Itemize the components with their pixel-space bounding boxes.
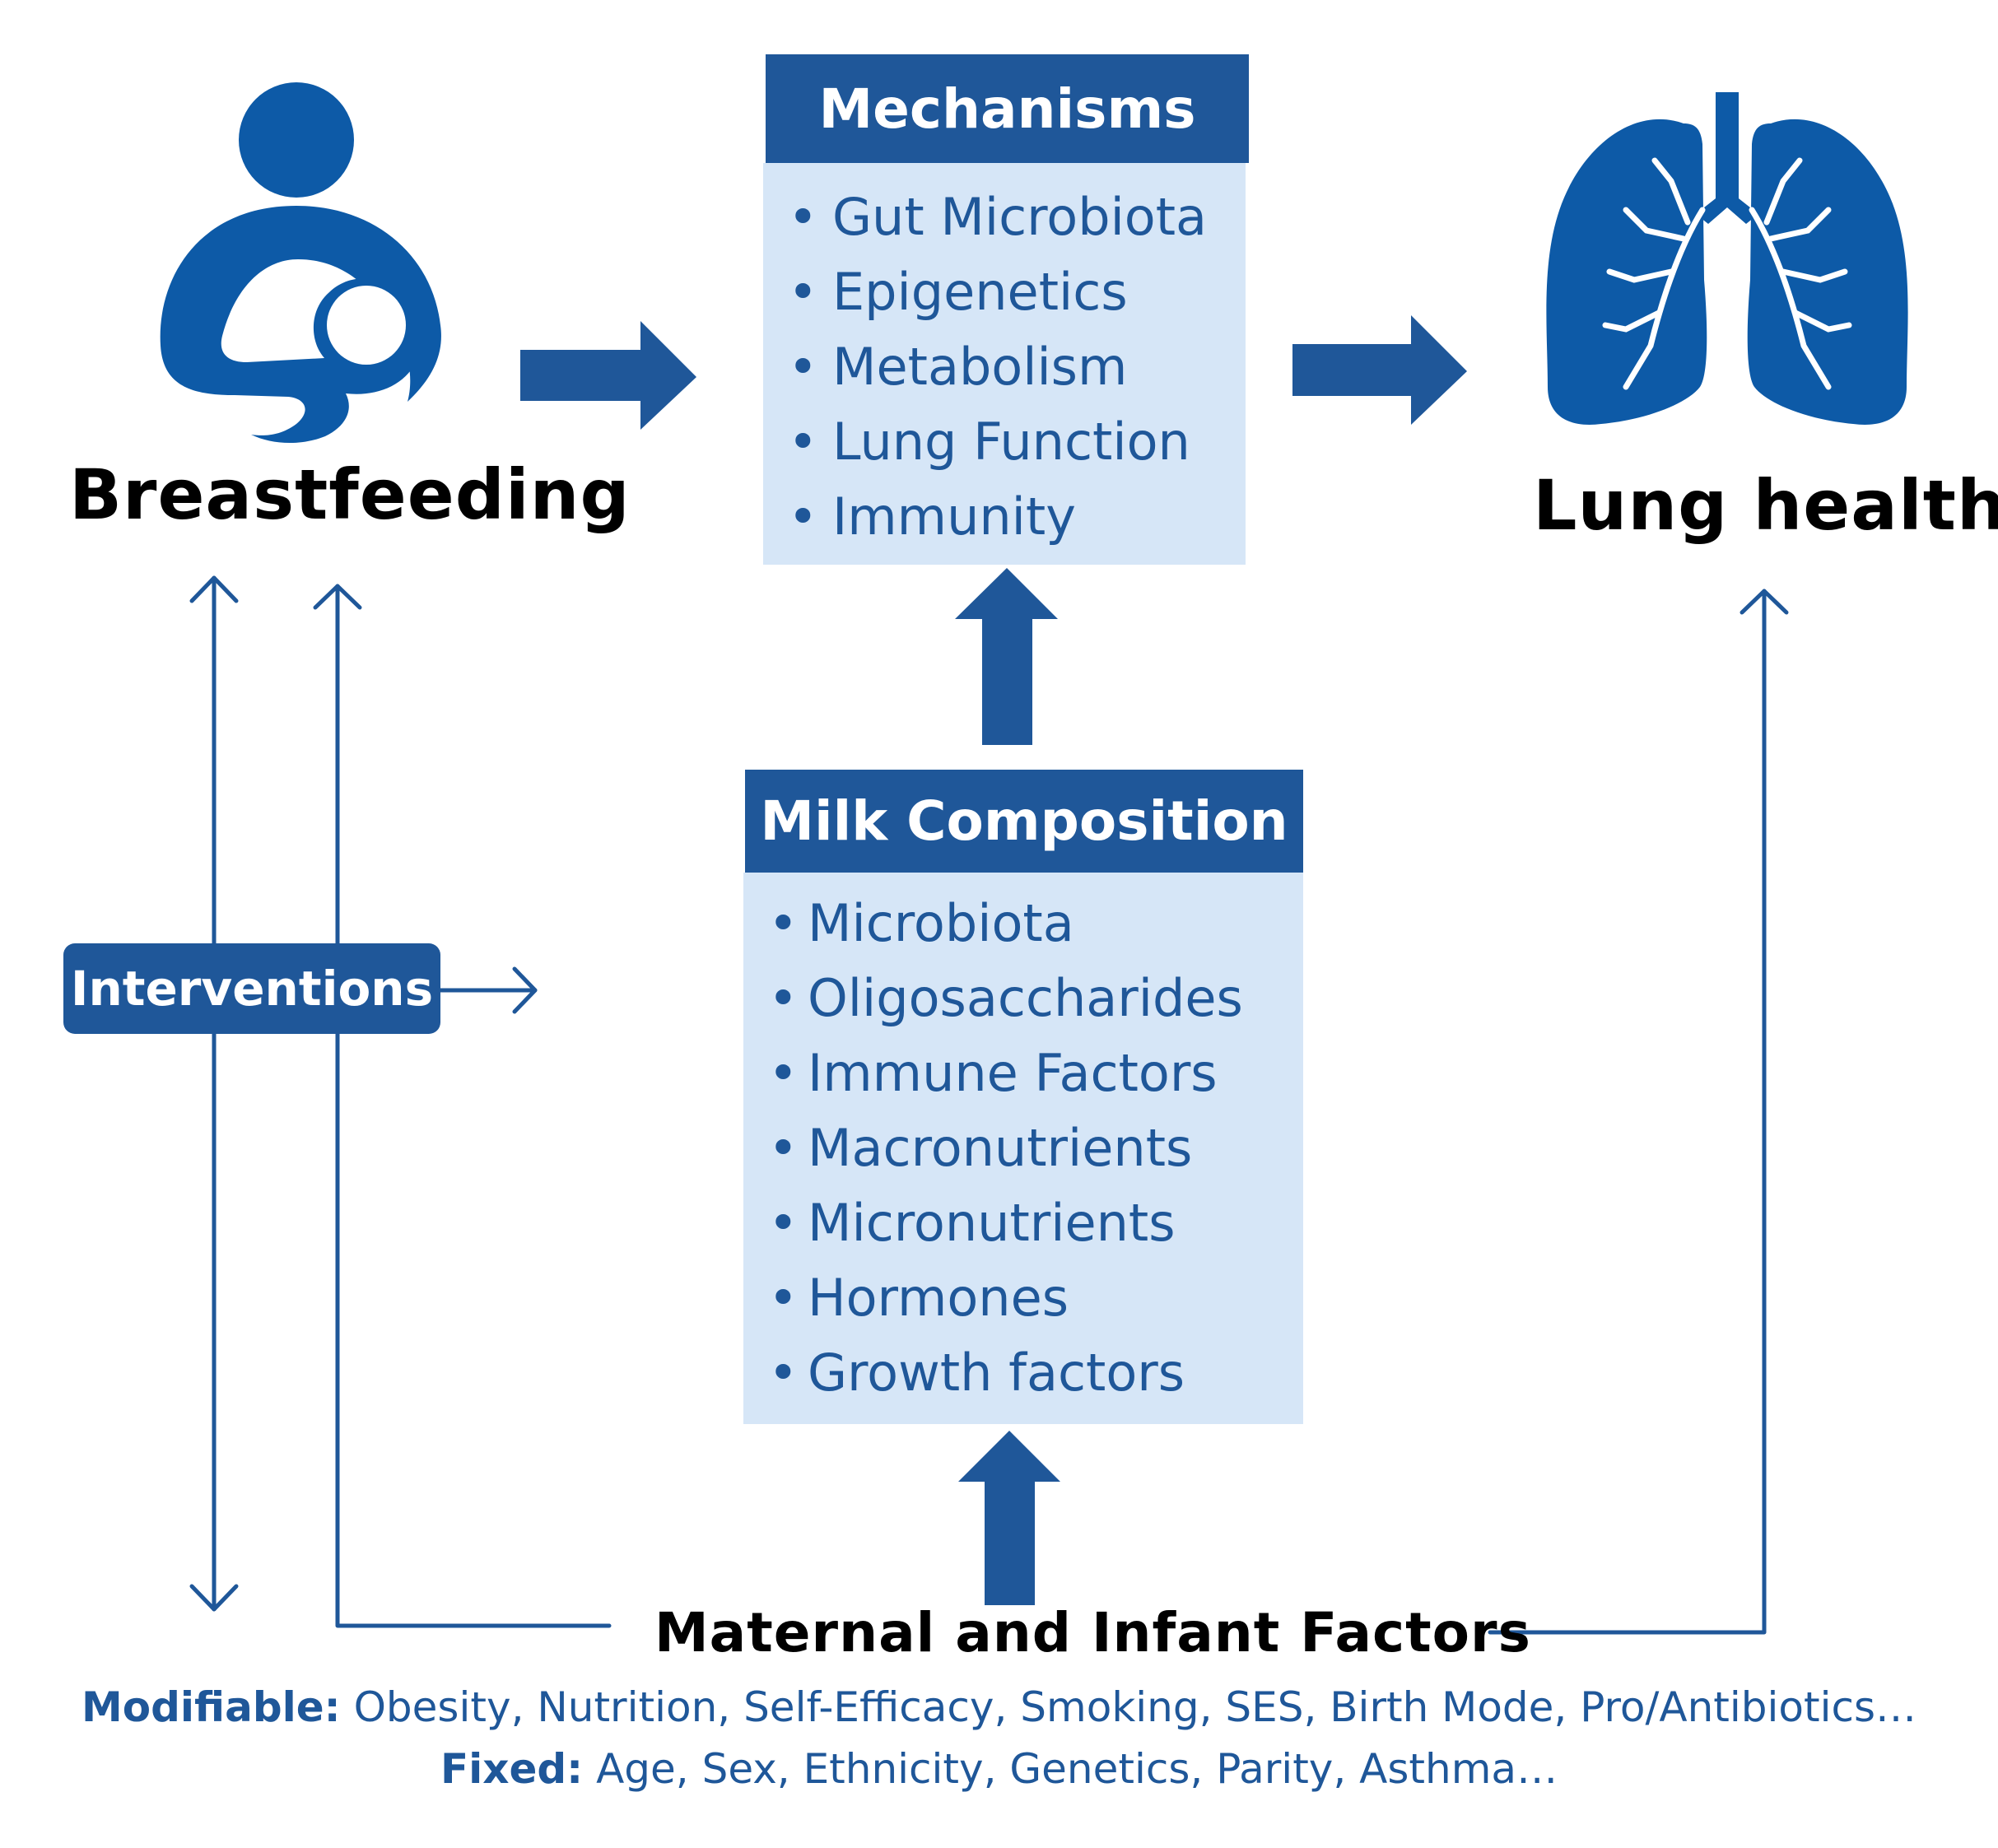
milk-component-item: Immune Factors — [743, 1036, 1303, 1110]
modifiable-factors-line: Modifiable: Obesity, Nutrition, Self-Eff… — [0, 1683, 1998, 1731]
mechanism-item: Immunity — [763, 479, 1246, 554]
milk-component-item: Micronutrients — [743, 1185, 1303, 1260]
lung-health-label: Lung health — [1533, 465, 1998, 546]
milk-component-item: Hormones — [743, 1260, 1303, 1335]
fixed-label: Fixed: — [440, 1745, 584, 1793]
arrow-interventions-to-milk — [438, 966, 538, 1014]
arrow-mechanisms-to-lung-health — [1292, 315, 1467, 425]
breastfeeding-label: Breastfeeding — [69, 454, 631, 535]
mechanism-item: Lung Function — [763, 404, 1246, 479]
mechanisms-box: Gut Microbiota Epigenetics Metabolism Lu… — [763, 163, 1246, 565]
milk-composition-box: Microbiota Oligosaccharides Immune Facto… — [743, 873, 1303, 1424]
interventions-box: Interventions — [63, 943, 440, 1034]
breastfeeding-icon — [160, 82, 441, 444]
factors-title: Maternal and Infant Factors — [654, 1601, 1531, 1664]
mechanisms-header: Mechanisms — [766, 54, 1249, 163]
modifiable-text: Obesity, Nutrition, Self-Efficacy, Smoki… — [353, 1683, 1917, 1731]
arrow-factors-to-milk — [958, 1431, 1060, 1605]
arrow-breastfeeding-to-mechanisms — [520, 321, 696, 430]
mechanism-item: Metabolism — [763, 329, 1246, 404]
arrow-milk-to-mechanisms — [955, 568, 1058, 745]
arrow-factors-to-lung-health — [1488, 589, 1789, 1635]
modifiable-label: Modifiable: — [81, 1683, 341, 1731]
milk-composition-header: Milk Composition — [745, 770, 1303, 873]
milk-component-item: Microbiota — [743, 886, 1303, 961]
milk-component-item: Growth factors — [743, 1335, 1303, 1410]
bidirectional-arrow-breastfeeding-factors — [189, 575, 239, 1612]
mechanism-item: Epigenetics — [763, 254, 1246, 329]
milk-component-item: Oligosaccharides — [743, 961, 1303, 1036]
fixed-text: Age, Sex, Ethnicity, Genetics, Parity, A… — [596, 1745, 1558, 1793]
milk-component-item: Macronutrients — [743, 1110, 1303, 1185]
mechanism-item: Gut Microbiota — [763, 179, 1246, 254]
arrow-factors-to-breastfeeding — [313, 584, 612, 1628]
lungs-icon — [1546, 92, 1908, 425]
fixed-factors-line: Fixed: Age, Sex, Ethnicity, Genetics, Pa… — [0, 1745, 1998, 1793]
